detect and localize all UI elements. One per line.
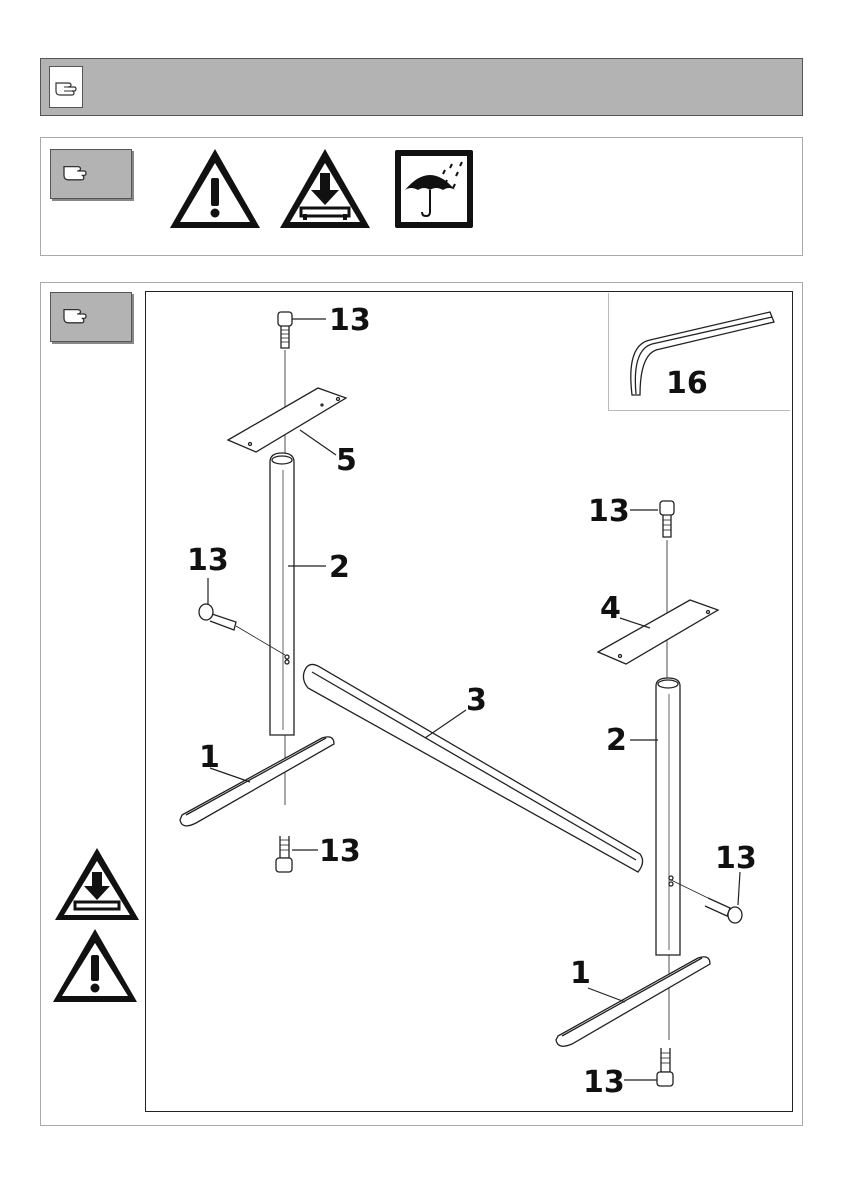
callout-13-side-right: 13: [715, 841, 757, 876]
bolt-top-left: [278, 312, 292, 348]
callout-13-side-left: 13: [187, 543, 229, 578]
heavy-load-warning-icon: [55, 848, 139, 920]
callout-13-bottom-right: 13: [583, 1065, 625, 1100]
callout-1-right: 1: [570, 956, 591, 991]
post-2-left: [270, 453, 294, 735]
callout-13-bottom-left: 13: [319, 834, 361, 869]
callout-16: 16: [666, 366, 708, 401]
bolt-side-right: [671, 880, 742, 923]
callout-2-right: 2: [606, 723, 627, 758]
bolt-bottom-right: [657, 1048, 673, 1086]
callout-2-left: 2: [329, 550, 350, 585]
callout-3: 3: [466, 683, 487, 718]
plate-5: [228, 388, 346, 452]
bolt-top-right: [660, 501, 674, 537]
warning-exclamation-icon: [53, 929, 137, 1002]
post-2-right: [656, 678, 680, 955]
callout-4: 4: [600, 591, 621, 626]
callout-13-top-right: 13: [588, 494, 630, 529]
callout-13-top-left: 13: [329, 303, 371, 338]
callout-1-left: 1: [199, 740, 220, 775]
bolt-bottom-left: [276, 836, 292, 872]
callout-5: 5: [336, 443, 357, 478]
